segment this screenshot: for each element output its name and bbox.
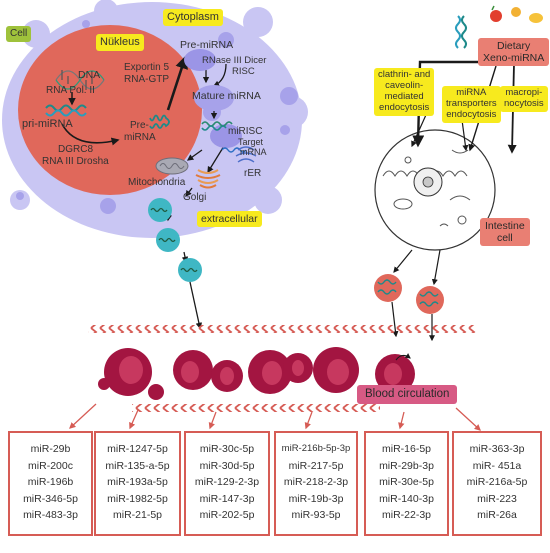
mirna-item: miR-218-2-3p (283, 476, 349, 488)
pre-mirna-nucleus-label-line2: miRNA (124, 132, 156, 143)
nucleus-label: Nükleus (96, 34, 144, 51)
intestine-cell-icon (374, 129, 496, 251)
mirna-item: miR-147-3p (199, 492, 255, 505)
clathrin-line3: mediated (384, 90, 424, 102)
intestine-line1: Intestine (485, 220, 525, 232)
mirna-item: miR-363-3p (469, 443, 525, 455)
pri-mirna-label: pri-miRNA (22, 118, 73, 130)
blood-circulation-label: Blood circulation (357, 385, 458, 405)
mrna-label: mRNA (240, 147, 267, 157)
pre-mirna-hairpin-icon (149, 114, 170, 129)
mirna-box-2: miR-1247-5p miR-135-a-5p miR-193a-5p miR… (94, 431, 181, 536)
dicer-label: RNase III Dicer (202, 55, 267, 66)
transporter-line3: endocytosis (446, 108, 497, 120)
distribution-arrows (69, 403, 481, 431)
mirna-item: miR-93-5p (291, 509, 341, 521)
macropinocytosis-label: macropi- nocytosis (500, 86, 548, 112)
clathrin-line1: clathrin- and (378, 69, 431, 80)
mirisc-label: miRISC (228, 126, 263, 137)
cytoplasm-processing (184, 49, 247, 153)
macro-line1: macropi- (505, 87, 543, 98)
mirna-item: miR-217-5p (288, 459, 344, 472)
exosome-vesicles (148, 198, 202, 282)
risc-label: RISC (232, 66, 255, 77)
mirna-item: miR-216a-5p (466, 476, 528, 488)
mirna-item: miR-346-5p (23, 492, 78, 505)
mirna-item: miR-196b (27, 476, 74, 488)
mirna-item: miR-140-3p (379, 492, 434, 505)
transporter-line2: transporters (446, 97, 497, 109)
mirna-item: miR-129-2-3p (194, 476, 260, 488)
macro-line2: nocytosis (504, 97, 544, 109)
mirna-item: miR-200c (28, 459, 73, 472)
mirna-item: miR-1982-5p (107, 492, 168, 505)
clathrin-line4: endocytosis (379, 101, 430, 113)
mirna-item: miR-29b (30, 443, 71, 455)
drosha-label: RNA III Drosha (42, 156, 109, 167)
mirna-item: miR-1247-5p (107, 443, 168, 455)
mirna-item: miR- 451a (472, 459, 522, 472)
exosome-arrow (189, 281, 203, 330)
exportin-label: Exportin 5 (124, 62, 170, 73)
mirna-box-1: miR-29b miR-200c miR-196b miR-346-5p miR… (8, 431, 93, 536)
pre-mirna-nucleus-label-line1: Pre- (130, 120, 149, 131)
rna-pol-label: RNA Pol. II (46, 85, 95, 96)
clathrin-line2: caveolin- (385, 79, 424, 91)
mitochondria-label: Mitochondria (128, 177, 186, 188)
mirna-item: miR-193a-5p (107, 476, 168, 488)
mirna-item: miR-22-3p (381, 509, 431, 521)
mirna-item: miR-26a (477, 509, 517, 521)
pre-mirna-cytoplasm-label: Pre-miRNA (180, 39, 234, 51)
xeno-mirna-strand-icon (455, 15, 467, 49)
mirna-item: miR-202-5p (199, 509, 255, 521)
mirna-item: miR-30d-5p (199, 459, 255, 472)
extracellular-label: extracellular (197, 211, 262, 228)
transporter-endocytosis-label: miRNA transporters endocytosis (442, 86, 501, 123)
dietary-label-line1: Dietary (497, 40, 531, 52)
intestine-line2: cell (496, 232, 513, 245)
mirna-item: miR-135-a-5p (105, 459, 170, 472)
transporter-line1: miRNA (456, 87, 487, 98)
rna-gtp-label: RNA-GTP (124, 74, 169, 85)
red-blood-cells (98, 347, 415, 400)
golgi-icon (195, 169, 221, 189)
mirna-box-4: miR-216b-5p-3p miR-217-5p miR-218-2-3p m… (274, 431, 358, 536)
cytoplasm-label: Cytoplasm (163, 9, 223, 26)
mirna-item: miR-29b-3p (379, 459, 434, 472)
rer-icon (235, 146, 257, 163)
mitochondria-icon (155, 157, 189, 175)
rer-label: rER (244, 168, 262, 179)
mirna-item: miR-19b-3p (288, 492, 344, 505)
dietary-food-icons (490, 5, 543, 23)
dna-helix-icon (55, 70, 105, 90)
golgi-label: Golgi (183, 192, 207, 203)
mirna-item: miR-483-3p (23, 509, 78, 521)
dietary-xeno-mirna-label: Dietary Xeno-miRNA (478, 38, 550, 67)
mirna-item: miR-216b-5p-3p (281, 443, 351, 454)
target-label: Target (238, 137, 264, 147)
dna-label: DNA (78, 69, 101, 81)
mirna-item: miR-223 (477, 492, 517, 505)
intestine-cell-label: Intestine cell (480, 218, 530, 247)
vessel-top-wall (88, 325, 476, 333)
dietary-label-line2: Xeno-miRNA (483, 52, 545, 65)
pri-mirna-strand-icon (45, 104, 87, 117)
circulation-arrow (395, 353, 411, 361)
mirna-item: miR-30e-5p (379, 476, 434, 488)
nucleus (18, 25, 202, 195)
intestine-exosomes (374, 274, 444, 314)
mirna-box-6: miR-363-3p miR- 451a miR-216a-5p miR-223… (452, 431, 542, 536)
dgcr8-label: DGRC8 (58, 144, 94, 155)
mature-mirna-label: Mature miRNA (192, 90, 261, 102)
mirna-item: miR-30c-5p (199, 443, 255, 455)
mirna-box-5: miR-16-5p miR-29b-3p miR-30e-5p miR-140-… (364, 431, 449, 536)
mirna-item: miR-16-5p (381, 443, 431, 455)
vessel-bottom-wall (132, 404, 380, 412)
mirna-box-3: miR-30c-5p miR-30d-5p miR-129-2-3p miR-1… (184, 431, 270, 536)
clathrin-endocytosis-label: clathrin- and caveolin- mediated endocyt… (374, 68, 435, 116)
cell-label: Cell (6, 26, 32, 42)
mirna-item: miR-21-5p (112, 509, 162, 521)
